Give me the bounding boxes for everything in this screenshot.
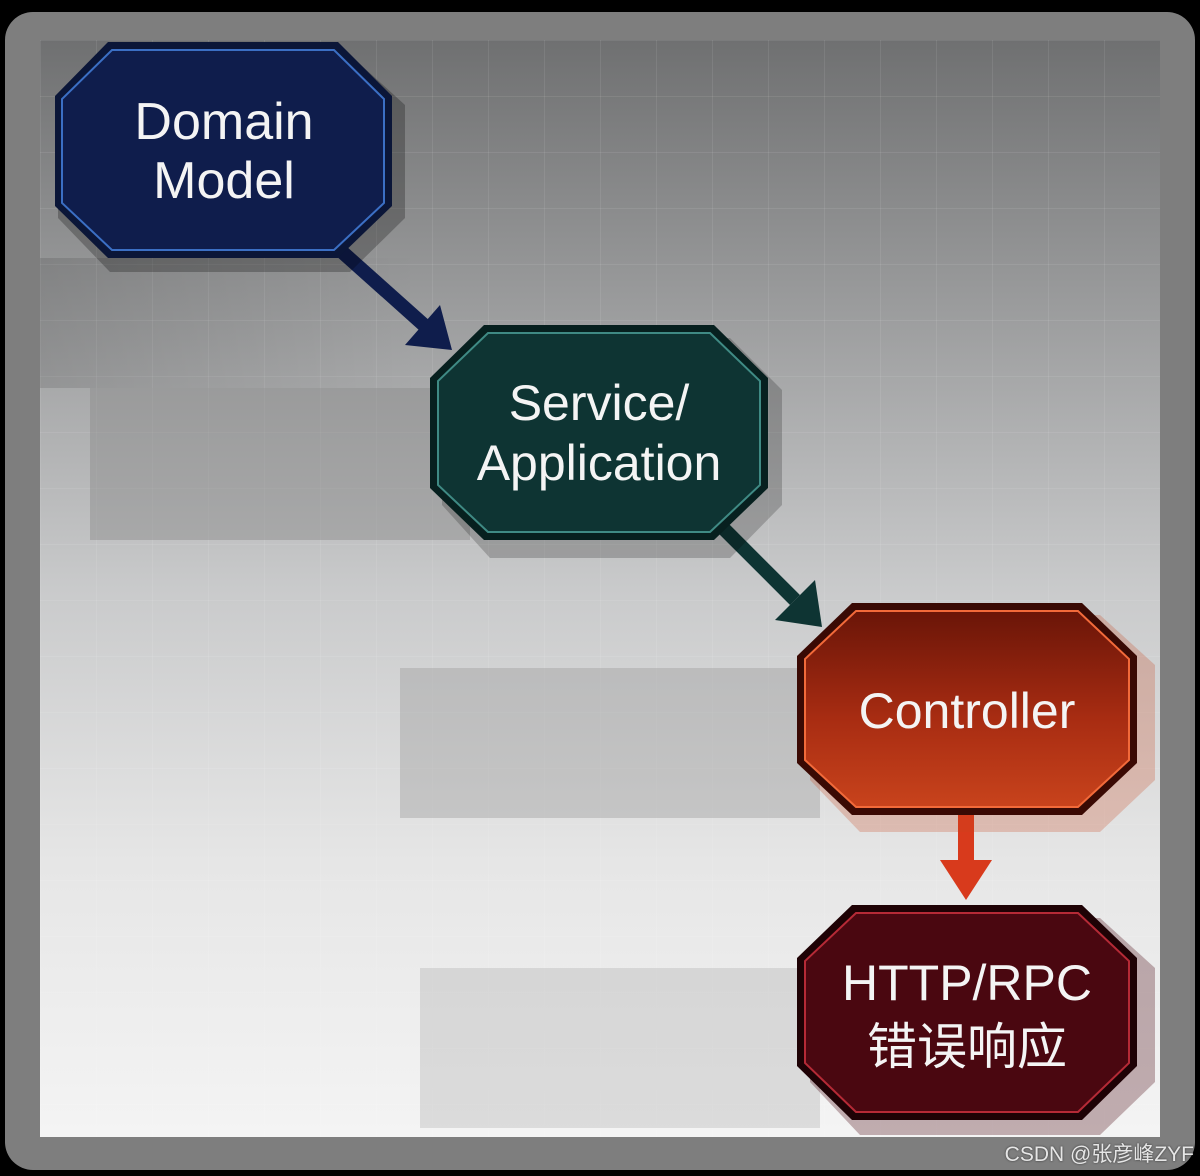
node-label: Controller	[859, 683, 1076, 739]
node-controller: Controller	[797, 603, 1155, 832]
node-label: Model	[153, 152, 295, 210]
watermark: CSDN @张彦峰ZYF	[1004, 1143, 1194, 1166]
step-shadow	[90, 388, 470, 540]
node-label: Domain	[134, 93, 313, 151]
node-label: Application	[477, 435, 722, 491]
step-shadow	[40, 258, 420, 388]
arrow-service-to-controller	[715, 520, 822, 627]
arrow-domain-to-service	[335, 244, 452, 350]
node-label: HTTP/RPC	[842, 955, 1092, 1011]
node-label: Service/	[509, 375, 690, 431]
node-label: 错误响应	[867, 1019, 1067, 1075]
node-domain-model: Domain Model	[55, 42, 405, 272]
step-shadow	[400, 668, 820, 818]
node-http-rpc-error-response: HTTP/RPC 错误响应	[797, 905, 1155, 1135]
step-shadow	[420, 968, 820, 1128]
node-service-application: Service/ Application	[430, 325, 782, 558]
arrow-controller-to-http	[940, 812, 992, 900]
